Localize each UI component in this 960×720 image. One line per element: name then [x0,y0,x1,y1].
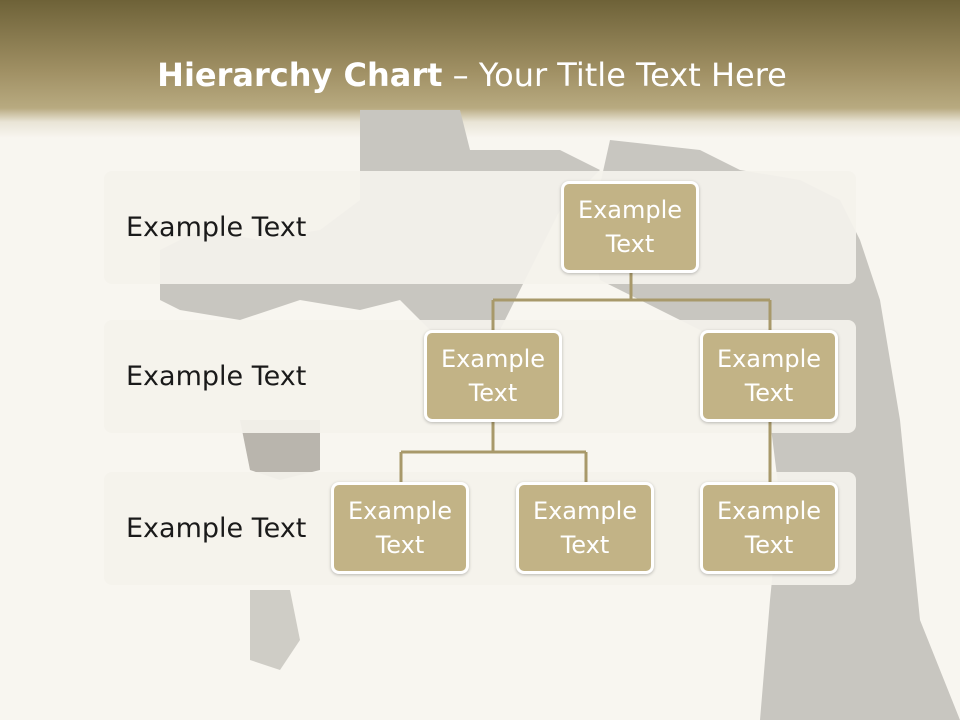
title-bold: Hierarchy Chart [157,56,443,94]
node-label: Example Text [577,196,683,258]
slide-title: Hierarchy Chart – Your Title Text Here [0,56,944,94]
node-label: Example Text [532,497,638,559]
node-level3-c: Example Text [700,482,838,574]
node-level3-a: Example Text [331,482,469,574]
node-label: Example Text [440,345,546,407]
level-band-label: Example Text [126,212,307,243]
level-band-label: Example Text [126,361,307,392]
node-root: Example Text [561,181,699,273]
node-label: Example Text [347,497,453,559]
level-band-1: Example Text [104,171,856,284]
node-level2-left: Example Text [424,330,562,422]
node-level2-right: Example Text [700,330,838,422]
level-band-label: Example Text [126,513,307,544]
node-level3-b: Example Text [516,482,654,574]
node-label: Example Text [716,345,822,407]
node-label: Example Text [716,497,822,559]
title-rest: – Your Title Text Here [442,56,787,94]
